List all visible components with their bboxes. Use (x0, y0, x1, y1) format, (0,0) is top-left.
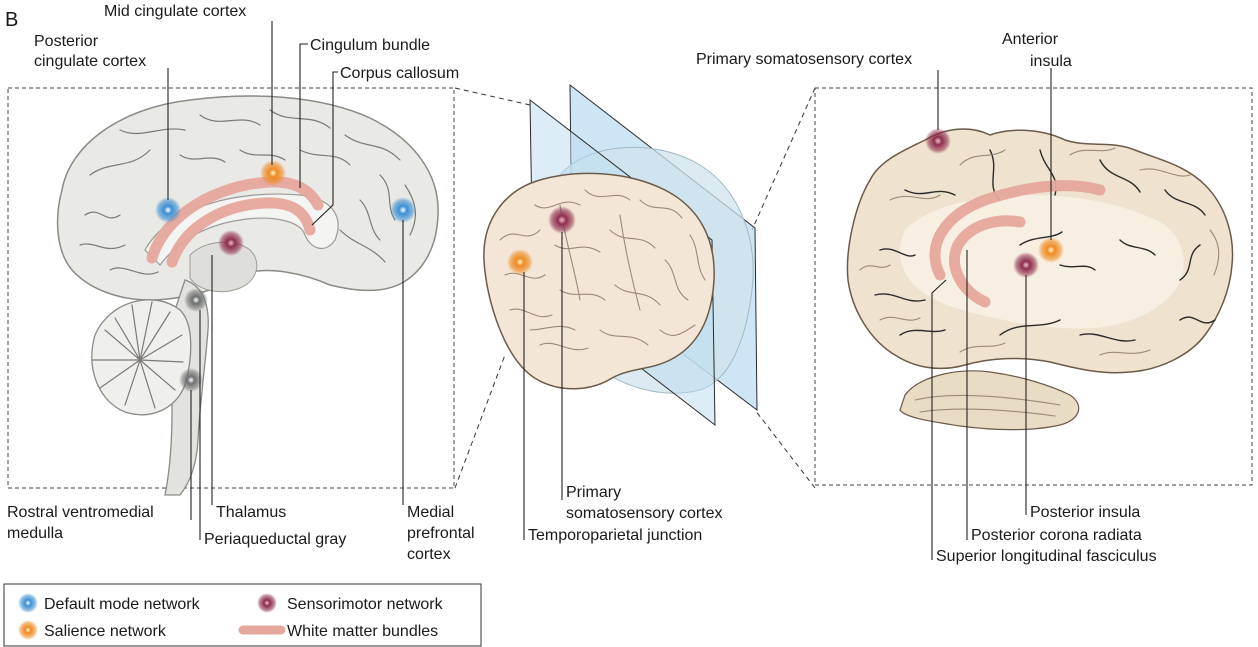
lateral-brain (483, 172, 715, 390)
label-mid-cingulate: Mid cingulate cortex (104, 3, 246, 20)
posterior-cingulate-node (155, 197, 181, 223)
label-primary-somatosensory-right: Primary somatosensory cortex (696, 51, 912, 68)
label-rostral-ventromedial-2: medulla (7, 525, 63, 542)
anterior-insula-node (1038, 237, 1064, 263)
right-dashed-frame (814, 87, 1253, 486)
label-posterior-corona-radiata: Posterior corona radiata (971, 527, 1142, 544)
lateral-brain-illustration (454, 83, 816, 489)
label-corpus-callosum: Corpus callosum (340, 65, 459, 82)
legend-box (3, 583, 482, 647)
coronal-slice-illustration (814, 87, 1253, 486)
legend: Default mode network Salience network Se… (3, 583, 482, 647)
label-medial-prefrontal-2: prefrontal (407, 525, 475, 542)
mid-cingulate-node (260, 160, 286, 186)
label-rostral-ventromedial-1: Rostral ventromedial (7, 504, 154, 521)
label-thalamus: Thalamus (216, 504, 286, 521)
label-medial-prefrontal-1: Medial (407, 504, 454, 521)
left-dashed-frame (7, 87, 455, 489)
label-posterior-cingulate-2: cingulate cortex (34, 53, 146, 70)
medial-brain-illustration (7, 87, 455, 496)
label-posterior-cingulate-1: Posterior (34, 33, 99, 50)
label-temporoparietal-junction: Temporoparietal junction (528, 527, 702, 544)
legend-default-mode-swatch (18, 593, 38, 613)
label-anterior-insula-1: Anterior (1002, 31, 1059, 48)
label-posterior-insula: Posterior insula (1030, 504, 1140, 521)
thalamus-node (218, 230, 244, 256)
corpus-callosum-arc (166, 197, 316, 268)
posterior-insula-node (1013, 252, 1039, 278)
legend-salience: Salience network (44, 623, 167, 640)
legend-sensorimotor-swatch (257, 593, 277, 613)
label-periaqueductal-gray: Periaqueductal gray (204, 531, 346, 548)
label-primary-somatosensory-center-2: somatosensory cortex (566, 505, 723, 522)
left-leader-lines (167, 21, 404, 540)
panel-letter: B (5, 9, 18, 31)
superior-longitudinal-arc (929, 180, 1106, 281)
right-somatosensory-node (925, 128, 951, 154)
medial-prefrontal-node (390, 197, 416, 223)
label-primary-somatosensory-center-1: Primary (566, 484, 621, 501)
cingulum-bundle-arc (146, 176, 324, 264)
center-somatosensory-node (548, 206, 576, 234)
label-superior-longitudinal: Superior longitudinal fasciculus (936, 548, 1157, 565)
legend-default-mode: Default mode network (44, 596, 201, 613)
right-leader-lines (931, 68, 1052, 560)
label-anterior-insula-2: insula (1030, 53, 1072, 70)
temporoparietal-node (507, 249, 533, 275)
legend-white-matter: White matter bundles (287, 623, 438, 640)
legend-sensorimotor: Sensorimotor network (287, 596, 444, 613)
label-medial-prefrontal-3: cortex (407, 546, 451, 563)
legend-salience-swatch (18, 620, 38, 640)
rostral-ventromedial-node (179, 368, 203, 392)
periaqueductal-gray-node (184, 288, 208, 312)
label-cingulum-bundle: Cingulum bundle (310, 37, 430, 54)
